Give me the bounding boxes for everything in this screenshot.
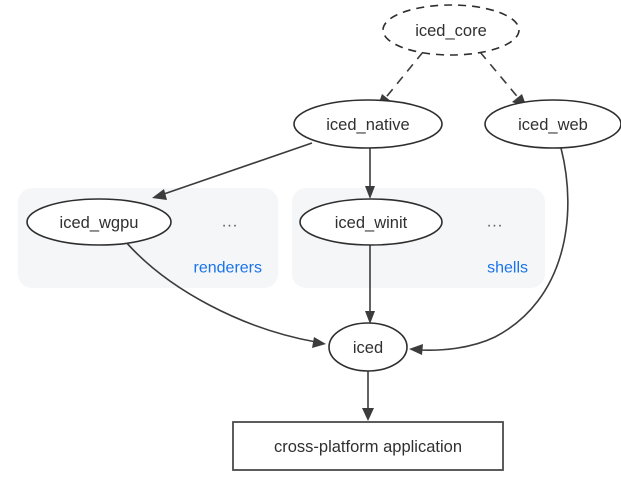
cluster-shells-label: shells <box>487 260 528 277</box>
node-iced[interactable]: iced <box>328 322 408 372</box>
edge-iced_core-to-iced_native <box>377 51 424 108</box>
node-iced_native[interactable]: iced_native <box>293 99 443 149</box>
node-iced_web[interactable]: iced_web <box>484 99 621 149</box>
node-app[interactable]: cross-platform application <box>232 421 504 471</box>
arrowhead-icon <box>409 344 423 355</box>
node-iced_winit[interactable]: iced_winit <box>299 198 443 246</box>
node-iced_winit-shape[interactable] <box>299 198 443 246</box>
node-iced_native-shape[interactable] <box>293 99 443 149</box>
arrowhead-icon <box>152 189 167 200</box>
arrowhead-icon <box>365 311 375 324</box>
node-iced_wgpu-shape[interactable] <box>26 198 172 246</box>
node-app-shape[interactable] <box>232 421 504 471</box>
cluster-renderers-label: renderers <box>194 260 262 277</box>
node-iced_wgpu[interactable]: iced_wgpu <box>26 198 172 246</box>
cluster-shells-ellipsis: ... <box>487 214 503 231</box>
edge-iced-to-app <box>362 370 374 421</box>
node-iced-shape[interactable] <box>328 322 408 372</box>
node-iced_web-shape[interactable] <box>484 99 621 149</box>
edge-iced_native-to-iced_wgpu <box>152 142 313 200</box>
arrowhead-icon <box>365 186 375 199</box>
arrowhead-icon <box>362 408 374 421</box>
cluster-renderers-ellipsis: ... <box>222 214 238 231</box>
arrowhead-icon <box>312 337 326 348</box>
edge-iced_core-to-iced_web <box>479 51 527 108</box>
edge-iced_web-to-iced <box>409 147 569 355</box>
node-iced_core-shape[interactable] <box>382 4 520 56</box>
edge-iced_wgpu-to-iced <box>124 240 326 348</box>
node-iced_core[interactable]: iced_core <box>382 4 520 56</box>
edge-iced_winit-to-iced <box>365 245 375 324</box>
edge-iced_native-to-iced_winit <box>365 148 375 199</box>
